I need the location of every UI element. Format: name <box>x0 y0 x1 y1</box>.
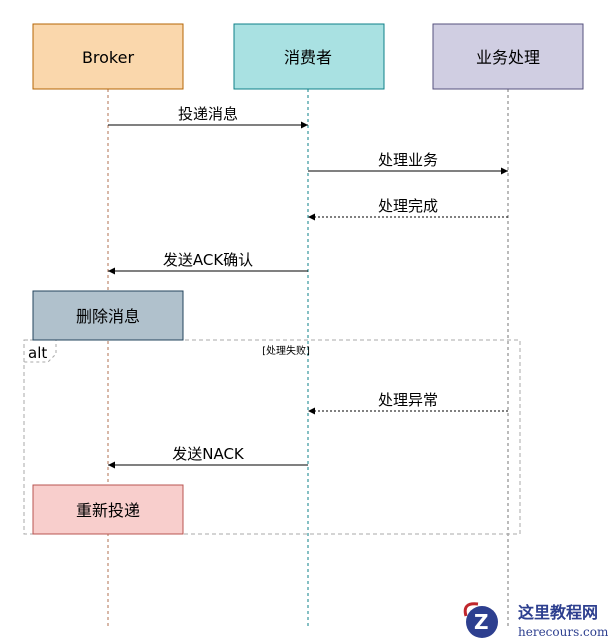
participant-label: Broker <box>82 48 135 67</box>
participant-label: 业务处理 <box>476 48 540 67</box>
message-label: 投递消息 <box>178 105 238 123</box>
message-label: 处理业务 <box>378 151 438 169</box>
participant-box: 业务处理 <box>432 23 584 90</box>
alt-condition: [处理失败] <box>262 344 310 357</box>
participant-label: 消费者 <box>284 48 332 67</box>
message-label: 处理异常 <box>378 391 438 409</box>
message-label: 发送NACK <box>172 445 245 463</box>
message-label: 发送ACK确认 <box>163 251 253 269</box>
watermark-title: 这里教程网 <box>518 603 598 622</box>
message-label: 处理完成 <box>378 197 438 215</box>
watermark-url: herecours.com <box>518 625 608 639</box>
watermark-logo: Z 这里教程网 herecours.com <box>460 598 608 642</box>
action-box: 重新投递 <box>32 484 184 535</box>
message-arrow: 处理完成 <box>308 197 508 221</box>
alt-frame <box>23 339 521 535</box>
svg-text:Z: Z <box>474 610 489 634</box>
message-arrow: 处理业务 <box>308 151 508 175</box>
message-arrow: 发送ACK确认 <box>108 251 308 275</box>
message-arrow: 处理异常 <box>308 391 508 415</box>
action-label: 重新投递 <box>76 501 140 520</box>
action-box: 删除消息 <box>32 290 184 341</box>
message-arrow: 投递消息 <box>108 105 308 129</box>
message-arrow: 发送NACK <box>108 445 308 469</box>
participant-box: Broker <box>32 23 184 90</box>
participant-box: 消费者 <box>233 23 385 90</box>
alt-label: alt <box>28 344 47 362</box>
action-label: 删除消息 <box>76 307 140 326</box>
